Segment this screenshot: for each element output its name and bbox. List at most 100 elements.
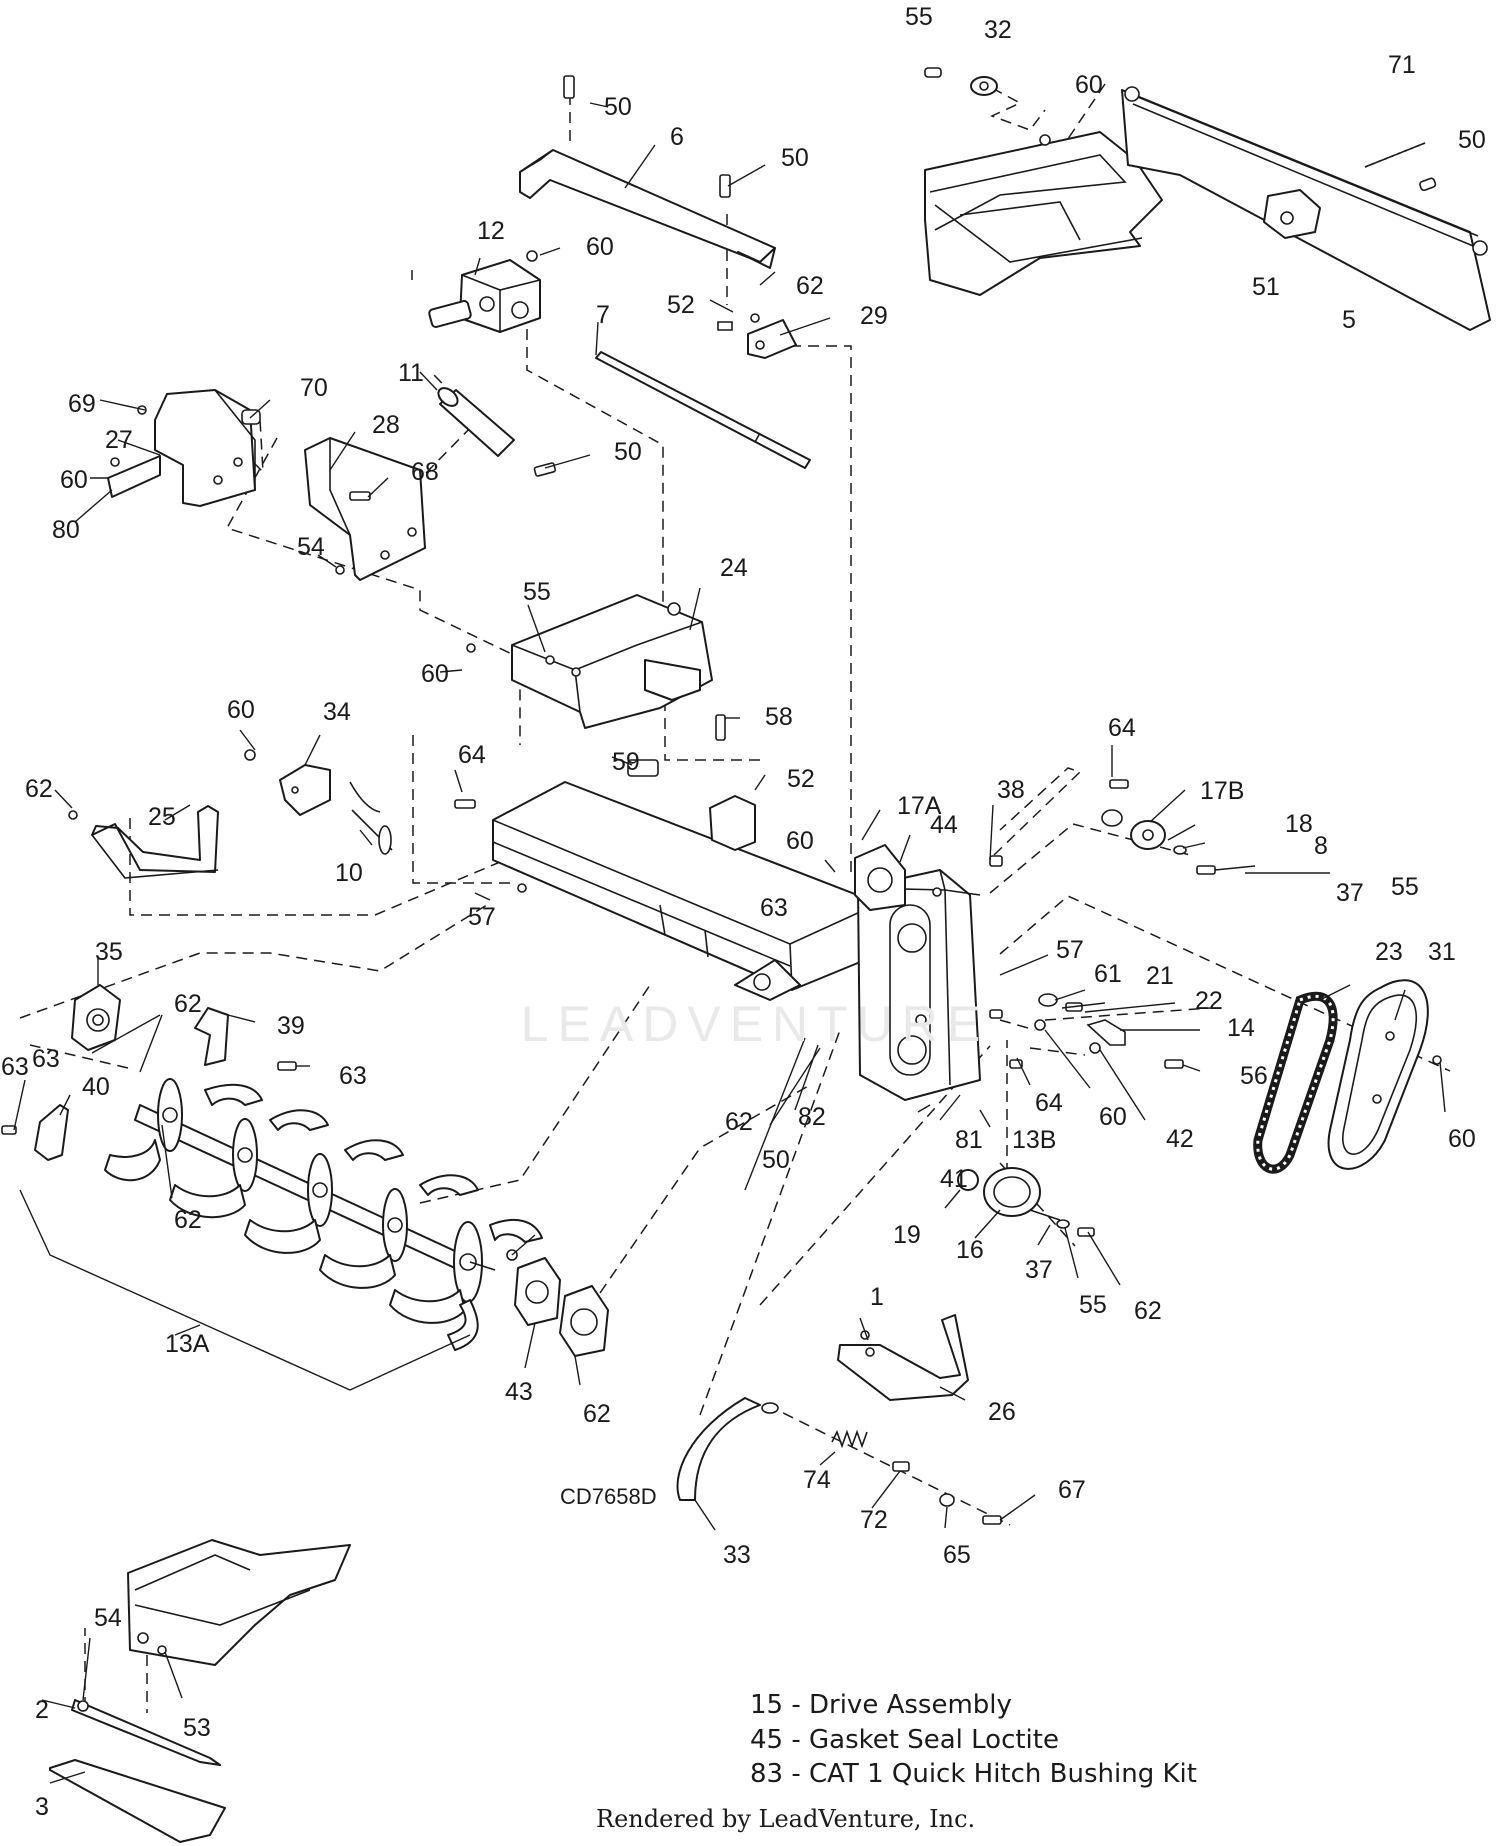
notes-list: 15 - Drive Assembly 45 - Gasket Seal Loc… [750, 1688, 1197, 1792]
callout-17B: 17B [1200, 777, 1244, 805]
bracket-32 [924, 67, 1437, 192]
callout-60: 60 [1448, 1125, 1476, 1153]
callout-37: 37 [1336, 879, 1364, 907]
callout-32: 32 [984, 16, 1012, 44]
main-tiller-frame [454, 759, 876, 1001]
callout-50: 50 [781, 144, 809, 172]
callout-64: 64 [1108, 714, 1136, 742]
callout-55: 55 [1391, 873, 1419, 901]
callout-69: 69 [68, 390, 96, 418]
callout-54: 54 [94, 1604, 122, 1632]
bracket-39 [194, 1007, 297, 1071]
belt-31 [1327, 979, 1442, 1170]
callout-72: 72 [860, 1506, 888, 1534]
callout-19: 19 [893, 1221, 921, 1249]
hitch-bracket-25 [68, 805, 219, 879]
callout-57: 57 [468, 903, 496, 931]
callout-22: 22 [1195, 987, 1223, 1015]
callout-35: 35 [95, 938, 123, 966]
callout-74: 74 [803, 1466, 831, 1494]
callout-50: 50 [1458, 126, 1486, 154]
callout-42: 42 [1166, 1125, 1194, 1153]
rear-shield-assembly [924, 86, 1491, 331]
diagram-code: CD7658D [560, 1484, 657, 1509]
callout-71: 71 [1388, 51, 1416, 79]
callout-65: 65 [943, 1541, 971, 1569]
callout-8: 8 [1314, 832, 1328, 860]
callout-68: 68 [411, 458, 439, 486]
callout-10: 10 [335, 859, 363, 887]
bearing-13A [514, 1257, 561, 1326]
callout-16: 16 [956, 1236, 984, 1264]
note-item: 83 - CAT 1 Quick Hitch Bushing Kit [750, 1759, 1197, 1789]
callout-5: 5 [1342, 306, 1356, 334]
callout-25: 25 [148, 803, 176, 831]
hitch-bracket-34 [244, 749, 393, 855]
tine-rotor-1 [104, 1078, 543, 1351]
callout-57: 57 [1056, 936, 1084, 964]
callout-60: 60 [586, 233, 614, 261]
callout-7: 7 [596, 301, 610, 329]
callout-24: 24 [720, 554, 748, 582]
bearing-35 [71, 984, 121, 1051]
callout-80: 80 [52, 516, 80, 544]
callout-34: 34 [323, 698, 351, 726]
callout-62: 62 [1134, 1297, 1162, 1325]
callout-41: 41 [940, 1165, 968, 1193]
callout-44: 44 [930, 811, 958, 839]
callout-60: 60 [1099, 1103, 1127, 1131]
callout-82: 82 [798, 1103, 826, 1131]
callout-60: 60 [227, 696, 255, 724]
callout-59: 59 [612, 748, 640, 776]
callout-17A: 17A [897, 792, 942, 820]
callout-40: 40 [82, 1073, 110, 1101]
callout-33: 33 [723, 1541, 751, 1569]
callout-18: 18 [1285, 810, 1313, 838]
center-frame-24 [466, 594, 726, 741]
callout-61: 61 [1094, 960, 1122, 988]
pulley-19 [957, 1167, 1095, 1237]
callout-14: 14 [1227, 1014, 1255, 1042]
callout-13B: 13B [1012, 1126, 1056, 1154]
callout-62: 62 [725, 1108, 753, 1136]
callout-63: 63 [339, 1062, 367, 1090]
callout-39: 39 [277, 1012, 305, 1040]
callout-60: 60 [60, 466, 88, 494]
callout-64: 64 [1035, 1089, 1063, 1117]
callout-62: 62 [25, 775, 53, 803]
callout-1: 1 [870, 1283, 884, 1311]
top-shield-6 [519, 75, 776, 269]
callout-28: 28 [372, 411, 400, 439]
bracket-26 [837, 1314, 969, 1401]
bracket-28 [304, 437, 426, 581]
callout-60: 60 [786, 827, 814, 855]
callout-21: 21 [1146, 962, 1174, 990]
callout-63: 63 [1, 1053, 29, 1081]
callout-64: 64 [458, 741, 486, 769]
callout-52: 52 [667, 291, 695, 319]
callout-60: 60 [421, 660, 449, 688]
callout-50: 50 [614, 438, 642, 466]
callout-54: 54 [297, 533, 325, 561]
callout-81: 81 [955, 1126, 983, 1154]
callout-62: 62 [174, 990, 202, 1018]
shaft-tube-11 [437, 387, 557, 477]
bracket-29 [717, 313, 797, 359]
callout-6: 6 [670, 123, 684, 151]
callout-67: 67 [1058, 1476, 1086, 1504]
callout-62: 62 [174, 1206, 202, 1234]
callout-38: 38 [997, 776, 1025, 804]
callout-70: 70 [300, 374, 328, 402]
callout-31: 31 [1428, 938, 1456, 966]
skid-shoe-33 [676, 1397, 779, 1501]
note-item: 15 - Drive Assembly [750, 1690, 1012, 1720]
chain-71 [1364, 142, 1426, 168]
callout-11: 11 [398, 359, 424, 387]
gasket-43 [506, 1249, 609, 1357]
bracket-40 [1, 1104, 69, 1161]
callout-37: 37 [1025, 1256, 1053, 1284]
callout-2: 2 [35, 1696, 49, 1724]
callout-51: 51 [1252, 273, 1280, 301]
